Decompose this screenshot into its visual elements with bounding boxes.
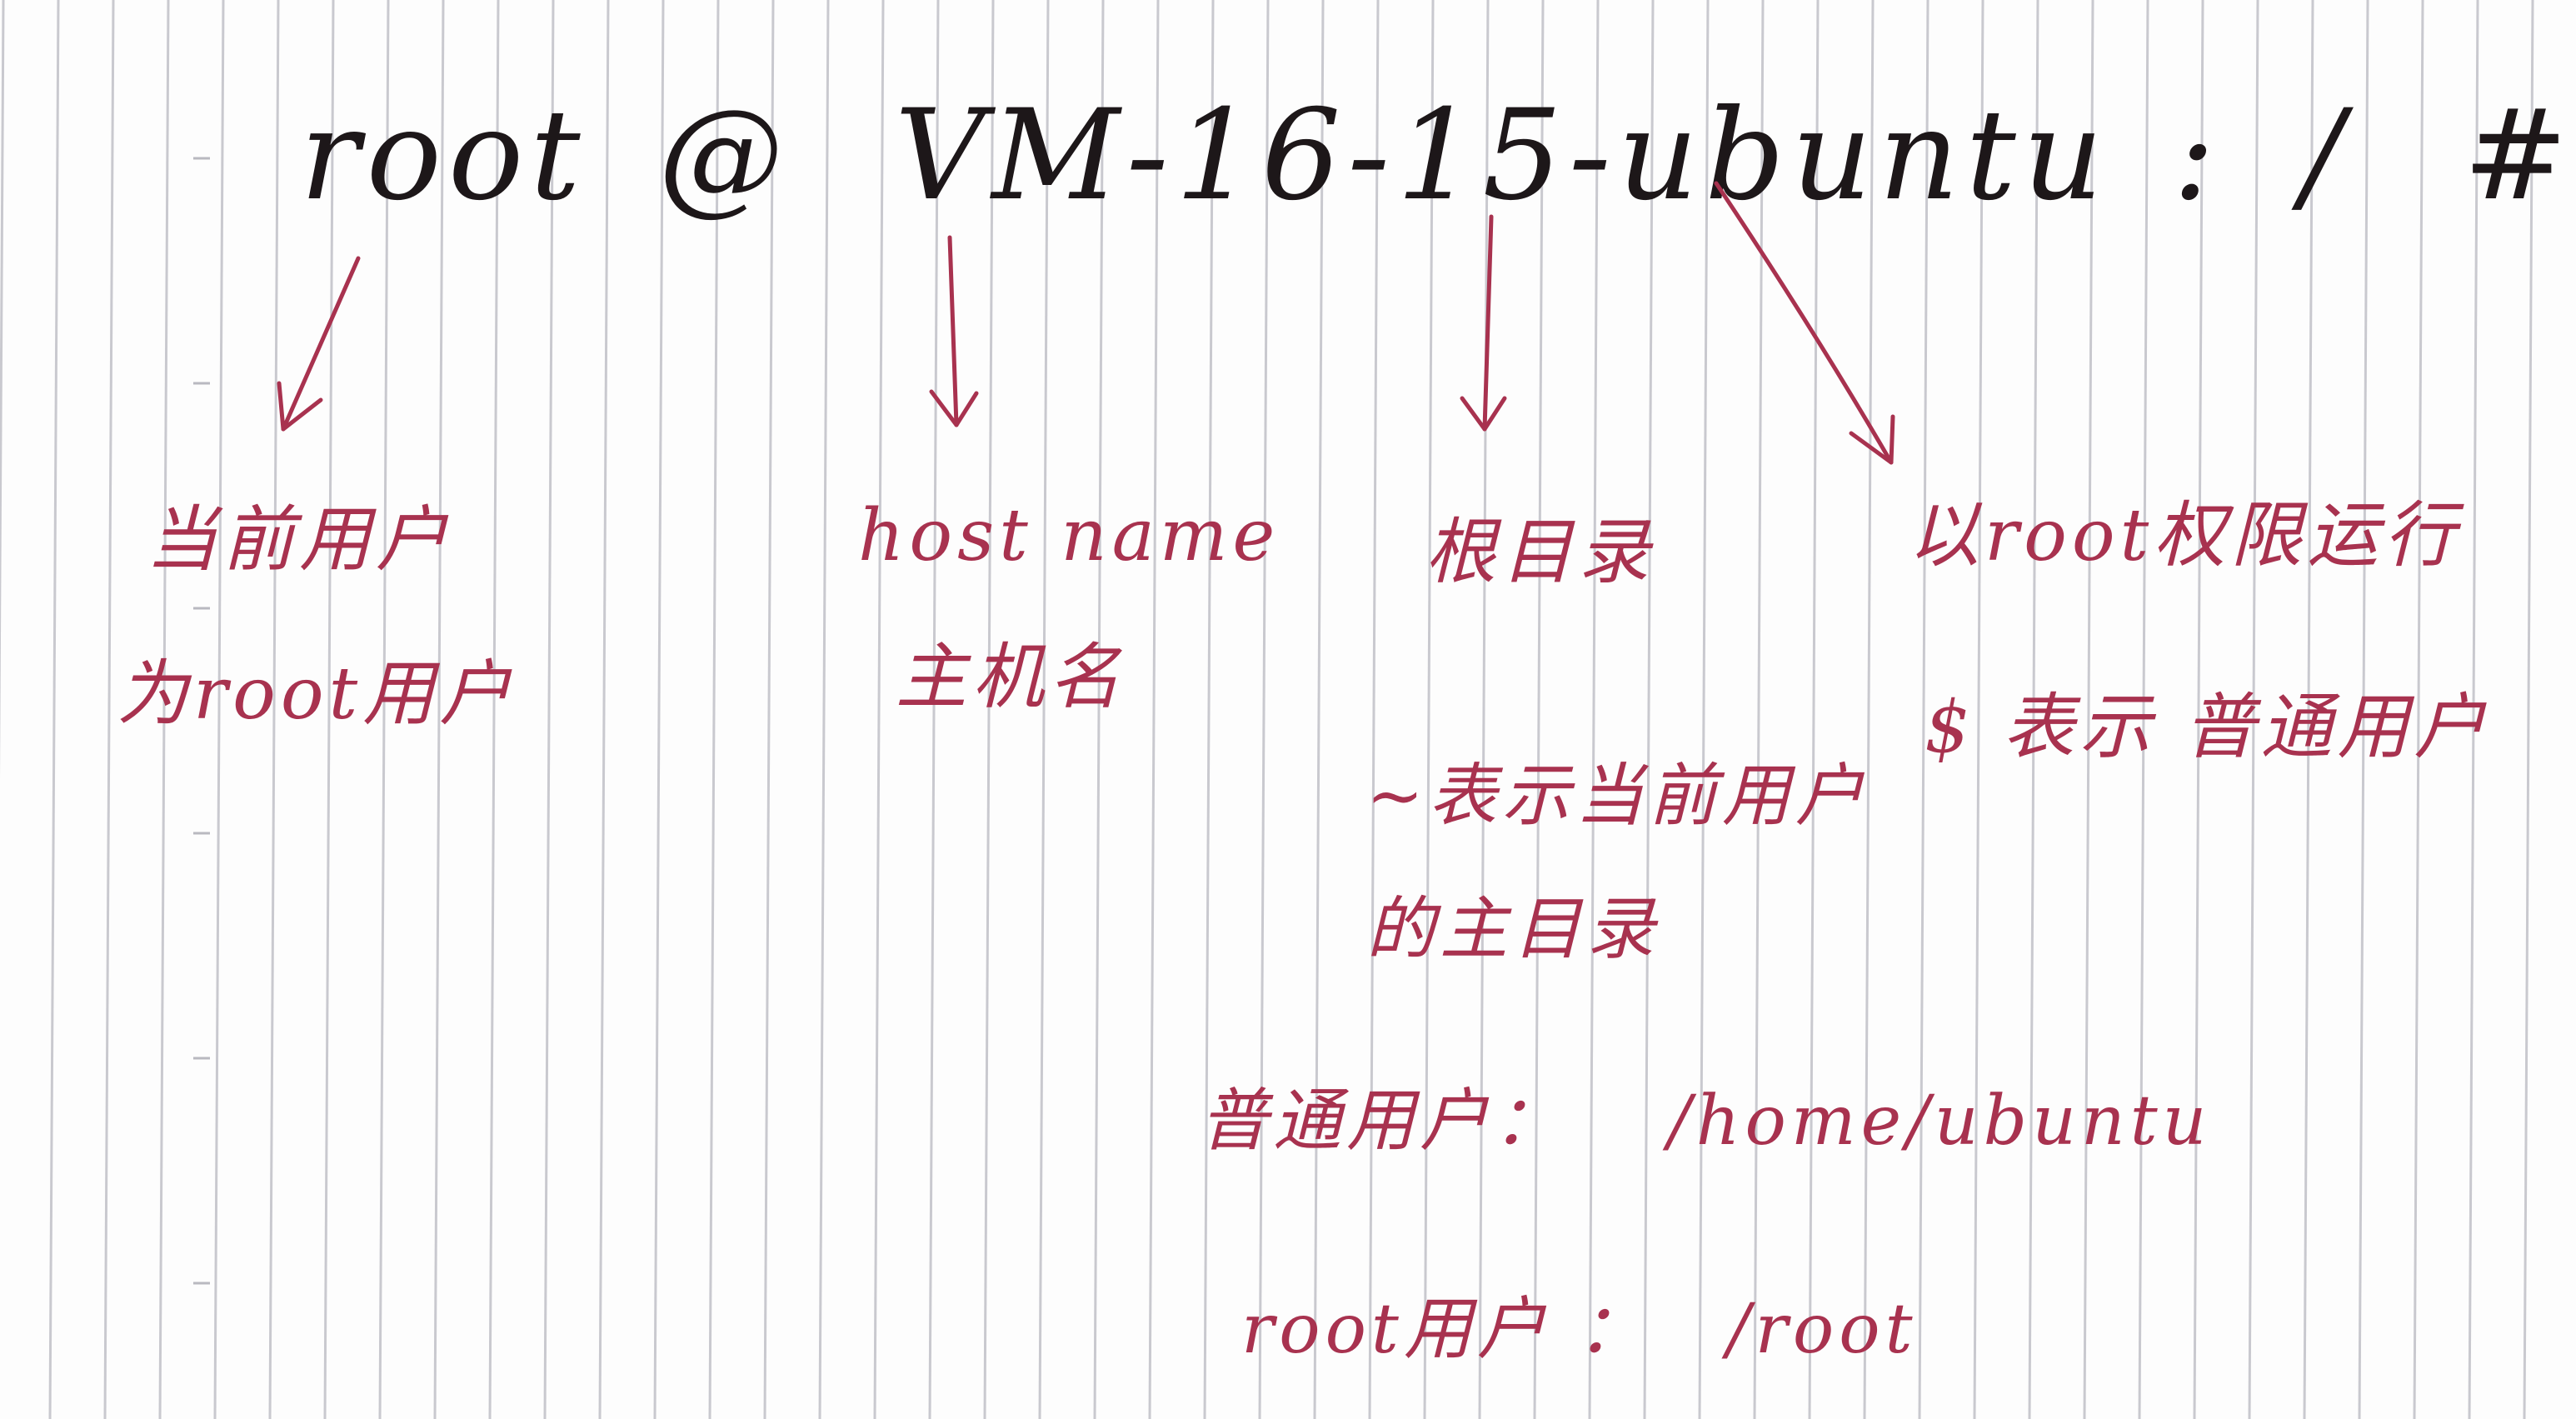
prompt-dir: / [2301, 83, 2350, 228]
prompt-host: VM-16-15-ubuntu [894, 83, 2110, 228]
ruled-line [873, 0, 885, 1419]
ruled-line [2248, 0, 2259, 1419]
prompt-user: root [300, 83, 587, 228]
ruled-line [0, 0, 5, 781]
ruled-line [543, 0, 555, 1419]
ruled-line [2028, 0, 2039, 1419]
ruled-line [983, 0, 995, 1419]
ruled-line [488, 0, 500, 1419]
ruled-line [708, 0, 720, 1419]
ruled-line [1038, 0, 1050, 1419]
ruled-line [2303, 0, 2314, 1419]
ruled-line [1643, 0, 1655, 1419]
ruled-line [653, 0, 665, 1419]
prompt-symbol: # [2463, 83, 2575, 228]
ruled-line [2083, 0, 2094, 1419]
label-root-privilege: 以root权限运行 [1908, 494, 2461, 577]
ruled-line [2413, 0, 2424, 1419]
ruled-line [213, 0, 225, 1419]
prompt-line: root @ VM-16-15-ubuntu : / # [300, 93, 2574, 218]
root-user-home: root用户 ： /root [1241, 1296, 1918, 1364]
ruled-line [103, 0, 115, 1419]
ruled-line [378, 0, 390, 1419]
ruled-line [1918, 0, 1930, 1419]
ruled-line [1148, 0, 1160, 1419]
label-root-dir: 根目录 [1425, 511, 1655, 594]
label-root-user: 为root用户 [117, 652, 517, 736]
ruled-line [433, 0, 445, 1419]
home-note-line2: 的主目录 [1366, 890, 1660, 969]
ruled-line [598, 0, 610, 1419]
root-user-label: root用户 ： [1241, 1290, 1650, 1369]
ruled-line [1533, 0, 1545, 1419]
ruled-line [2358, 0, 2369, 1419]
ruled-line [2138, 0, 2149, 1419]
ruled-line [1258, 0, 1270, 1419]
ruled-line [2523, 0, 2534, 1419]
prompt-colon: : [2173, 83, 2222, 228]
ruled-line [763, 0, 775, 1419]
ruled-line [48, 0, 60, 1419]
ruled-line [1313, 0, 1325, 1419]
ruled-line [1203, 0, 1215, 1419]
root-user-path: /root [1727, 1290, 1918, 1369]
ruled-line [1588, 0, 1600, 1419]
label-host-name-cn: 主机名 [896, 636, 1126, 719]
ruled-line [2193, 0, 2204, 1419]
normal-user-home: 普通用户： /home/ubuntu [1200, 1087, 2211, 1156]
normal-user-path: /home/ubuntu [1668, 1082, 2212, 1161]
label-host-name: host name [858, 494, 1281, 577]
normal-user-label: 普通用户： [1200, 1082, 1566, 1161]
ruled-line [323, 0, 335, 1419]
ruled-line [928, 0, 940, 1419]
ruled-line [1973, 0, 1984, 1419]
ruled-line [1698, 0, 1710, 1419]
ruled-line [818, 0, 830, 1419]
ruled-line [1368, 0, 1380, 1419]
prompt-at: @ [658, 83, 791, 228]
ruled-line [2468, 0, 2479, 1419]
label-current-user: 当前用户 [146, 498, 452, 582]
ruled-line [1423, 0, 1435, 1419]
label-normal-user-symbol: $ 表示 普通用户 [1925, 686, 2491, 769]
ruled-line [268, 0, 280, 1419]
ruled-line [158, 0, 170, 1419]
home-note-line1: ~表示当前用户 [1366, 757, 1869, 836]
ruled-line [1093, 0, 1105, 1419]
